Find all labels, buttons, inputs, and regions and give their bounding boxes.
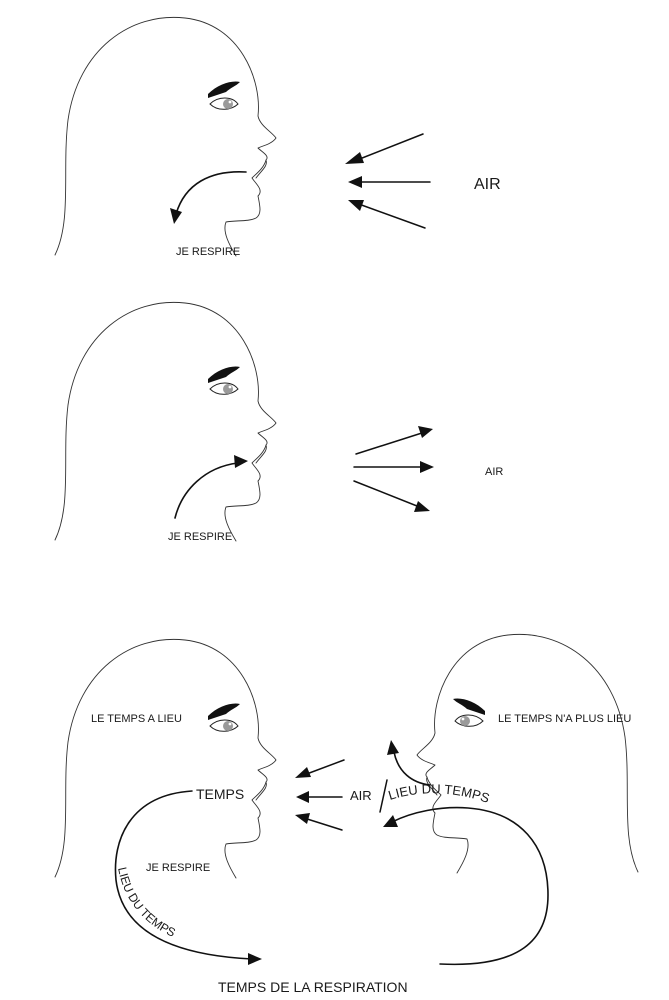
time-arc-arrow [114, 790, 253, 960]
right-head-exhale-arrow [393, 751, 431, 786]
inhale-curve-arrowhead [170, 208, 182, 224]
exhale-curve-arrow [174, 462, 239, 519]
panel-bottom: LE TEMPS A LIEU LE TEMPS N'A PLUS LIEU T… [54, 633, 639, 995]
breathe-label: JE RESPIRE [168, 531, 232, 543]
breathe-label: JE RESPIRE [146, 862, 210, 874]
left-head-label: LE TEMPS A LIEU [91, 713, 182, 725]
head-profile-right [416, 633, 639, 874]
right-head-label: LE TEMPS N'A PLUS LIEU [498, 713, 631, 725]
separator-slash [379, 779, 388, 813]
time-of-breathing-label: TEMPS DE LA RESPIRATION [218, 979, 408, 995]
head-profile-top [54, 16, 277, 257]
air-label: AIR [350, 788, 372, 803]
outgoing-air-arrows [353, 426, 434, 512]
air-label: AIR [474, 176, 501, 193]
exhale-curve-arrowhead [234, 455, 248, 468]
air-arrows-to-left-head [295, 759, 345, 831]
head-profile-middle [54, 301, 277, 542]
inhale-curve-arrow [175, 171, 247, 215]
return-loop-arrow [391, 806, 549, 966]
head-profile-left [54, 638, 277, 879]
panel-middle: AIR JE RESPIRE [54, 301, 503, 543]
panel-top: AIR JE RESPIRE [54, 16, 501, 258]
incoming-air-arrows [345, 133, 431, 229]
breathe-label: JE RESPIRE [176, 246, 240, 258]
place-of-time-right-label: LIEU DU TEMPS [386, 781, 491, 806]
time-label: TEMPS [196, 786, 244, 802]
place-of-time-left-label: LIEU DU TEMPS [115, 866, 178, 940]
air-label: AIR [485, 466, 503, 478]
